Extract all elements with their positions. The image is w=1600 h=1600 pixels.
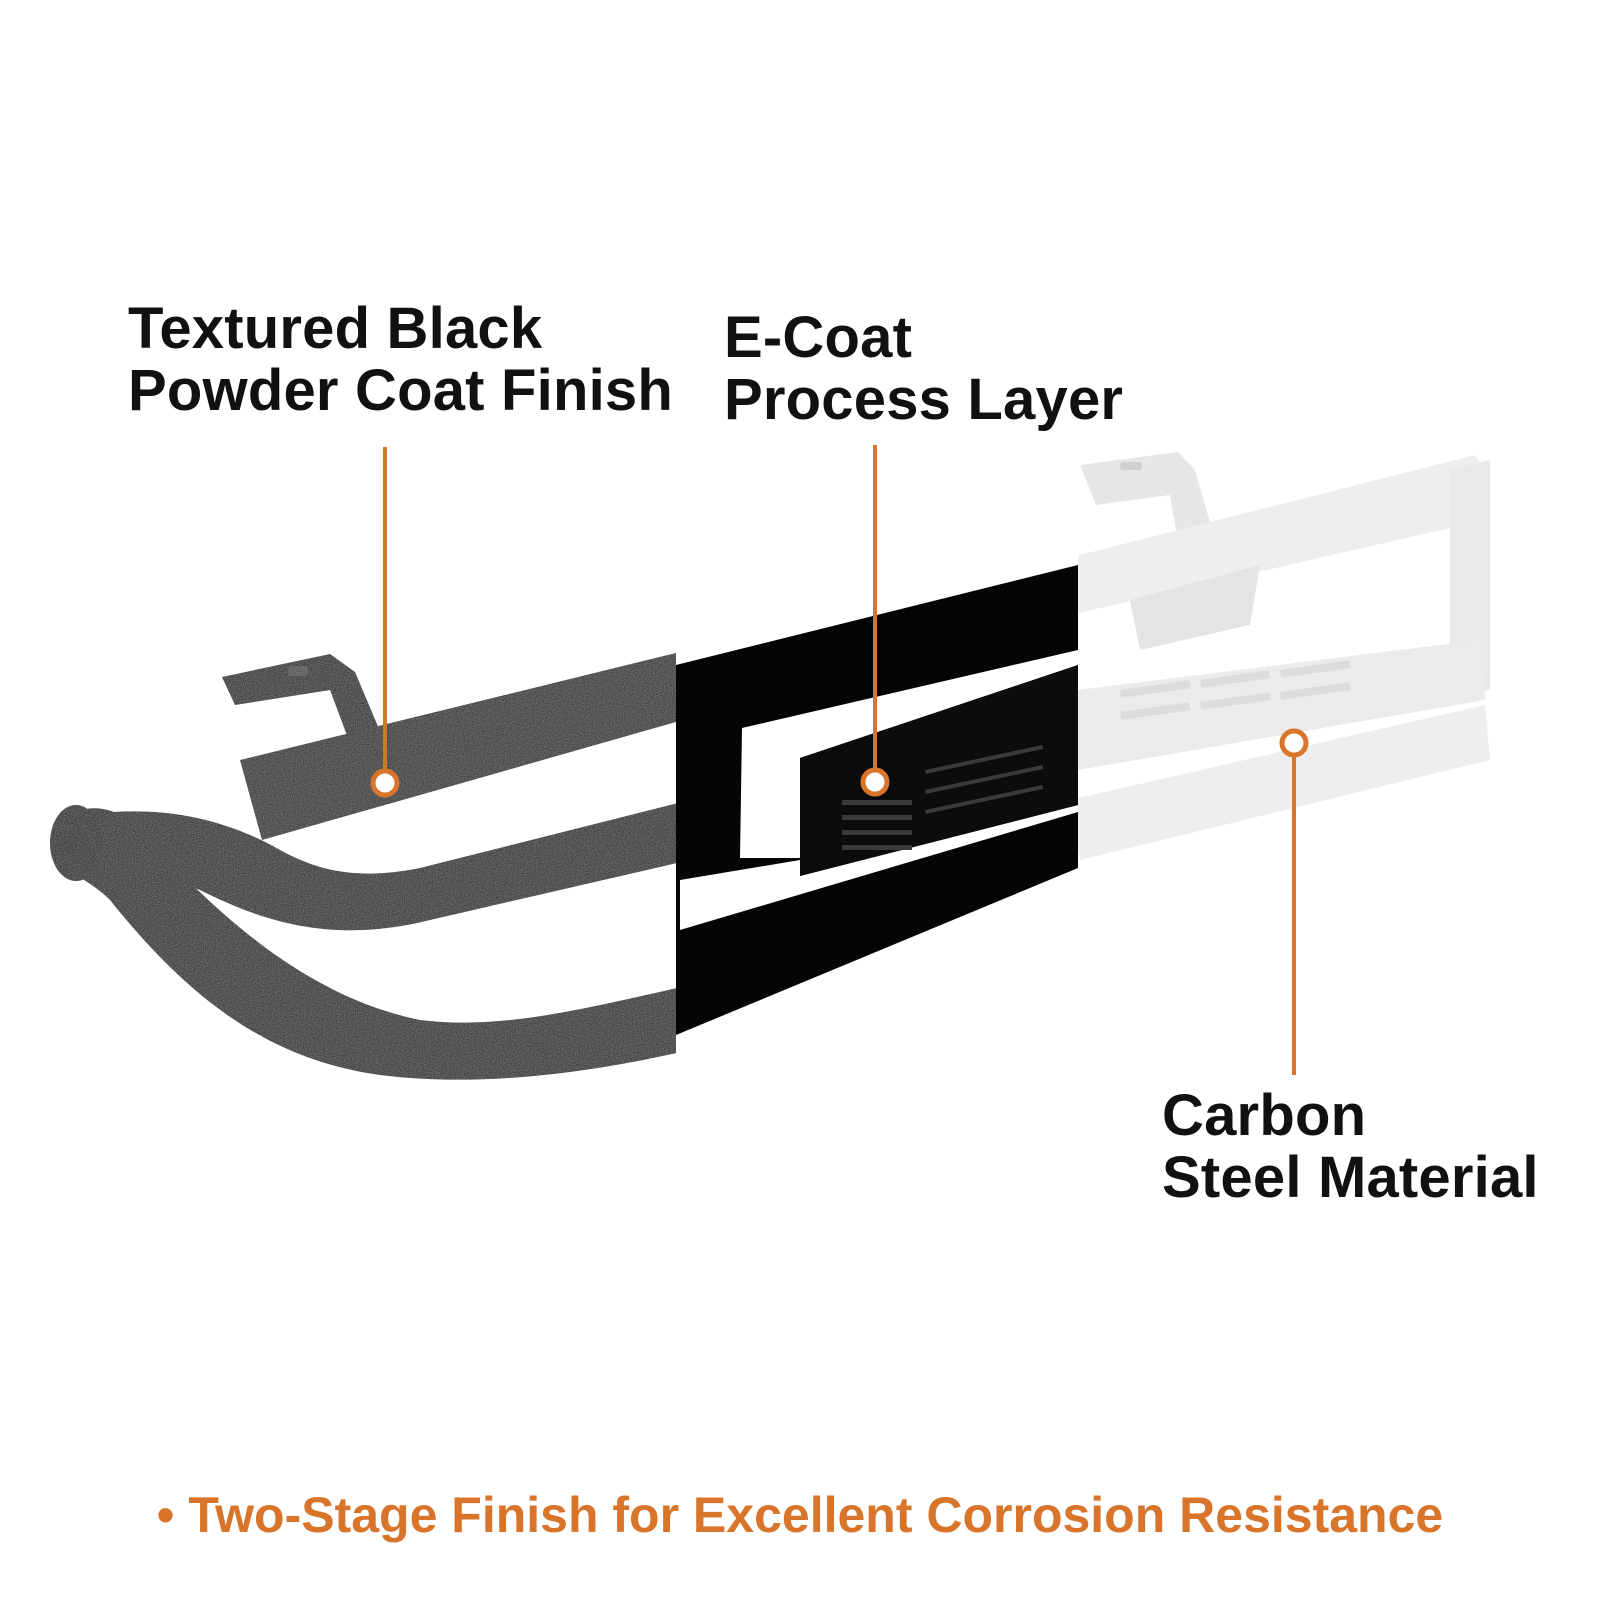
steel-marker bbox=[1279, 728, 1309, 758]
carbon-steel-label-line1: Carbon bbox=[1162, 1083, 1367, 1148]
tagline-text: Two-Stage Finish for Excellent Corrosion… bbox=[188, 1487, 1444, 1543]
powder-coat-label-line1: Textured Black bbox=[128, 296, 543, 361]
powder-coat-section bbox=[50, 652, 676, 1080]
powder-coat-label-line2: Powder Coat Finish bbox=[128, 358, 673, 423]
e-coat-label: E-Coat Process Layer bbox=[724, 307, 1123, 431]
tagline-bullet: • bbox=[156, 1487, 175, 1543]
carbon-steel-label: Carbon Steel Material bbox=[1162, 1085, 1539, 1209]
e-coat-label-line2: Process Layer bbox=[724, 367, 1124, 432]
e-coat-label-line1: E-Coat bbox=[724, 305, 913, 370]
callout-lines bbox=[370, 445, 1309, 1075]
e-coat-section bbox=[676, 565, 1078, 1035]
carbon-steel-label-line2: Steel Material bbox=[1162, 1145, 1539, 1210]
carbon-steel-section bbox=[1078, 452, 1490, 860]
ecoat-marker bbox=[860, 767, 890, 797]
powder-coat-label: Textured Black Powder Coat Finish bbox=[128, 298, 673, 422]
powder-marker bbox=[370, 768, 400, 798]
tagline: •Two-Stage Finish for Excellent Corrosio… bbox=[0, 1486, 1600, 1544]
